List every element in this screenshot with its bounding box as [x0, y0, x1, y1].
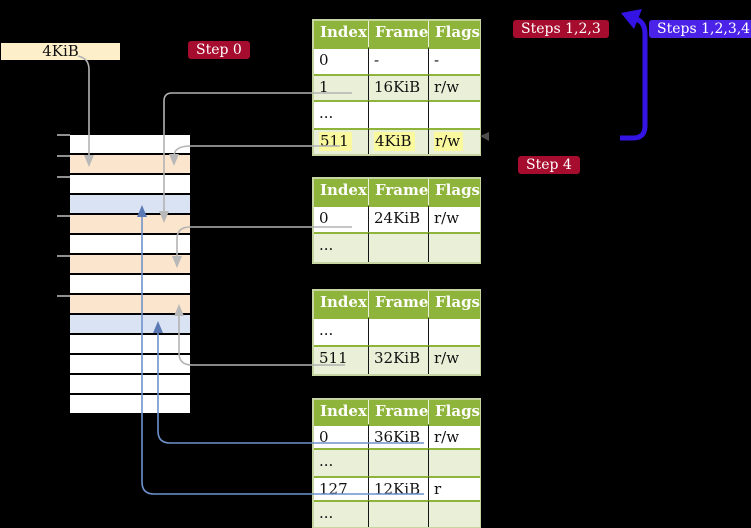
steps-123-badge: Steps 1,2,3: [513, 20, 609, 38]
physical-memory-stack: [70, 135, 190, 415]
cell-frame: 24KiB: [369, 205, 429, 232]
cell-index: 0: [314, 424, 369, 448]
table1-right-stub: [480, 132, 489, 141]
column-header-frame: Frame: [369, 179, 429, 205]
memory-frame-row: [70, 215, 190, 235]
memory-frame-row: [70, 395, 190, 415]
cell-frame: [369, 232, 429, 262]
step-0-badge: Step 0: [188, 41, 250, 59]
cell-frame: 16KiB: [369, 74, 429, 100]
column-header-flags: Flags: [429, 291, 480, 317]
step-4-badge: Step 4: [518, 156, 580, 174]
page-size-label: 4KiB: [1, 43, 120, 60]
cell-index: 0: [314, 47, 369, 74]
cell-flags: r/w: [429, 345, 480, 374]
memory-frame-row: [70, 235, 190, 255]
cell-frame: 36KiB: [369, 424, 429, 448]
memory-frame-row: [70, 335, 190, 355]
column-header-frame: Frame: [369, 400, 429, 424]
cell-flags: r/w: [429, 205, 480, 232]
cell-flags: [429, 232, 480, 262]
page-table-2: Index Frame Flags 0 24KiB r/w ...: [312, 177, 481, 264]
memory-frame-row: [70, 135, 190, 155]
column-header-index: Index: [314, 400, 369, 424]
cell-index: ...: [314, 100, 369, 128]
memory-tick: [57, 155, 70, 157]
cell-frame: [369, 500, 429, 527]
column-header-flags: Flags: [429, 179, 480, 205]
cell-flags: [429, 100, 480, 128]
cell-frame: 32KiB: [369, 345, 429, 374]
cell-frame: 12KiB: [369, 476, 429, 500]
cell-index: 1: [314, 74, 369, 100]
cell-index: ...: [314, 232, 369, 262]
page-table-4: Index Frame Flags 0 36KiB r/w ... 127 12…: [312, 398, 481, 528]
cell-frame: [369, 100, 429, 128]
page-table-1: Index Frame Flags 0 - - 1 16KiB r/w ... …: [312, 19, 481, 156]
memory-tick: [57, 255, 70, 257]
cell-flags: [429, 500, 480, 527]
cell-index: 127: [314, 476, 369, 500]
column-header-flags: Flags: [429, 21, 480, 47]
column-header-index: Index: [314, 179, 369, 205]
cell-index-highlighted: 511: [314, 128, 369, 154]
cell-flags: [429, 317, 480, 345]
steps-flow-arrow: [620, 9, 648, 141]
memory-frame-row: [70, 315, 190, 335]
memory-frame-row: [70, 255, 190, 275]
cell-frame: [369, 448, 429, 476]
memory-frame-row: [70, 195, 190, 215]
memory-tick: [57, 295, 70, 297]
cell-flags-highlighted: r/w: [429, 128, 480, 154]
memory-tick: [57, 134, 70, 136]
cell-flags: [429, 448, 480, 476]
page-table-3: Index Frame Flags ... 511 32KiB r/w: [312, 289, 481, 376]
cell-index: ...: [314, 317, 369, 345]
cell-index: ...: [314, 448, 369, 476]
column-header-flags: Flags: [429, 400, 480, 424]
cell-frame: [369, 317, 429, 345]
memory-frame-row: [70, 295, 190, 315]
memory-frame-row: [70, 175, 190, 195]
column-header-frame: Frame: [369, 21, 429, 47]
memory-frame-row: [70, 375, 190, 395]
memory-frame-row: [70, 275, 190, 295]
cell-frame-highlighted: 4KiB: [369, 128, 429, 154]
column-header-index: Index: [314, 291, 369, 317]
memory-frame-row: [70, 355, 190, 375]
column-header-index: Index: [314, 21, 369, 47]
cell-frame: -: [369, 47, 429, 74]
steps-1234-badge: Steps 1,2,3,4: [649, 20, 751, 38]
cell-flags: -: [429, 47, 480, 74]
cell-index: 511: [314, 345, 369, 374]
cell-flags: r/w: [429, 74, 480, 100]
memory-frame-row: [70, 155, 190, 175]
cell-index: ...: [314, 500, 369, 527]
cell-flags: r: [429, 476, 480, 500]
memory-tick: [57, 215, 70, 217]
cell-flags: r/w: [429, 424, 480, 448]
column-header-frame: Frame: [369, 291, 429, 317]
cell-index: 0: [314, 205, 369, 232]
memory-tick: [57, 176, 70, 178]
